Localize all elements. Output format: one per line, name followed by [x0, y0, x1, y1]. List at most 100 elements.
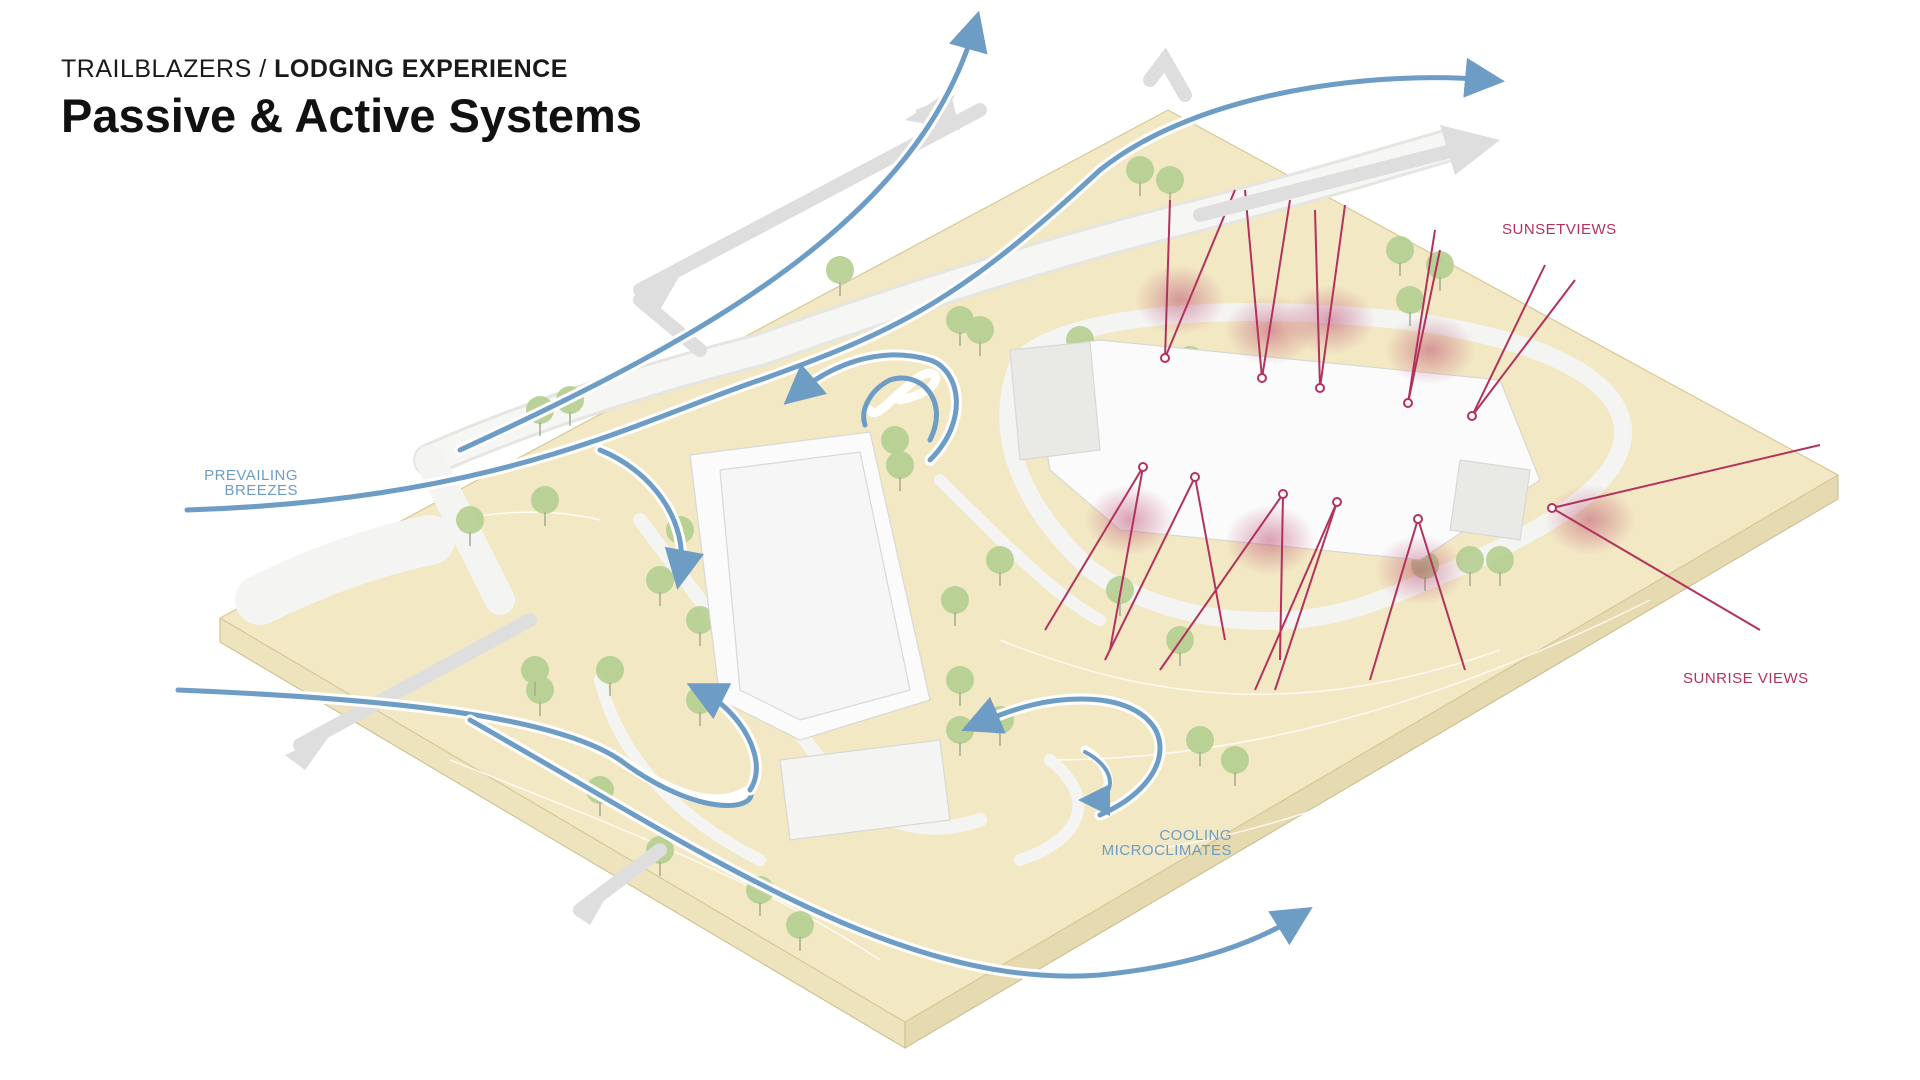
sunrise-view-glow	[1225, 505, 1315, 575]
solar-array-south	[1449, 459, 1531, 541]
solar-array-east	[1009, 341, 1101, 461]
cooling-microclimates-label: COOLING MICROCLIMATES	[1090, 828, 1232, 858]
breeze-flow-return	[686, 683, 759, 793]
view-cone-line	[1407, 249, 1441, 404]
tree	[1156, 166, 1184, 194]
view-point	[1257, 373, 1267, 383]
cooling-line1: COOLING	[1159, 827, 1232, 844]
view-lines	[1044, 189, 1821, 691]
wind-arrow	[293, 613, 537, 752]
view-cone-line	[1164, 189, 1236, 359]
view-cone-line	[1261, 199, 1291, 379]
view-cone-line	[1254, 501, 1338, 691]
view-cone-line	[1274, 501, 1338, 691]
view-cone-line	[1407, 229, 1436, 404]
view-cone-line	[1104, 476, 1196, 661]
view-cone-line	[1471, 264, 1546, 417]
view-cone-line	[1551, 444, 1821, 509]
tree	[456, 506, 484, 534]
sunset-view-glow	[1385, 315, 1475, 385]
lodge-roof-detail	[719, 451, 911, 721]
tree	[1186, 726, 1214, 754]
view-point	[1160, 353, 1170, 363]
view-cone-line	[1109, 466, 1144, 651]
wind-arrow	[1193, 143, 1462, 222]
contour-line	[1149, 559, 1761, 851]
wind-arrow	[633, 293, 707, 357]
view-cone-line	[1159, 493, 1284, 671]
breeze-flow-courtyard-loop	[783, 352, 959, 463]
view-cone-line	[1369, 518, 1419, 681]
prevailing-breezes-line2: BREEZES	[224, 482, 298, 499]
wind-arrowhead	[635, 275, 680, 310]
wind-arrowhead	[285, 735, 330, 770]
view-point	[1278, 489, 1288, 499]
cooling-line2: MICROCLIMATES	[1101, 842, 1232, 859]
contour-lines	[329, 511, 1761, 961]
contour-line	[1049, 599, 1651, 761]
breeze-flow-cooling-outer	[961, 696, 1163, 818]
plaza	[779, 739, 951, 841]
tree	[1486, 546, 1514, 574]
view-point	[1332, 497, 1342, 507]
wind-arrowhead	[1440, 125, 1500, 175]
tree	[946, 666, 974, 694]
walk-path	[1014, 754, 1085, 866]
view-cone-line	[1044, 466, 1144, 631]
tree	[966, 316, 994, 344]
wind-arrow	[1143, 47, 1192, 102]
tree	[886, 451, 914, 479]
breeze-flow-southeast	[467, 717, 1313, 979]
page-title: Passive & Active Systems	[61, 89, 642, 142]
sunrise-view-glow	[1545, 485, 1635, 555]
view-point	[1138, 462, 1148, 472]
prevailing-breezes-label: PREVAILING BREEZES	[180, 468, 298, 498]
kicker-separator: /	[251, 55, 275, 83]
view-cone-line	[1471, 279, 1576, 417]
view-cone-line	[1194, 476, 1226, 641]
sunrise-view-glow	[1375, 535, 1465, 605]
breeze-flow-into-courtyard	[597, 447, 705, 590]
view-point	[1413, 514, 1423, 524]
view-point	[1547, 503, 1557, 513]
view-cone-line	[1551, 507, 1761, 631]
tree	[596, 656, 624, 684]
tree	[1126, 156, 1154, 184]
view-point	[1315, 383, 1325, 393]
view-cone-line	[1417, 518, 1466, 671]
sunset-views-label: SUNSETVIEWS	[1502, 221, 1617, 238]
sunrise-view-glow	[1085, 485, 1175, 555]
tree	[531, 486, 559, 514]
wind-arrowhead	[575, 890, 610, 925]
breeze-flow-north	[184, 57, 1505, 513]
sunset-view-glow	[1135, 265, 1225, 335]
tree	[1386, 236, 1414, 264]
tree	[521, 656, 549, 684]
breeze-flow-cooling-inner	[1078, 750, 1112, 816]
view-cone-line	[1314, 209, 1321, 389]
tree	[941, 586, 969, 614]
tree	[1426, 251, 1454, 279]
breeze-flow-small-loop	[861, 375, 939, 443]
walk-path	[934, 474, 1106, 626]
view-cone-line	[1244, 189, 1263, 379]
parking-lot	[235, 515, 455, 625]
view-cone-line	[1164, 199, 1171, 359]
sunrise-views-label: SUNRISE VIEWS	[1683, 670, 1809, 687]
header: TRAILBLAZERS / LODGING EXPERIENCE Passiv…	[61, 52, 642, 144]
breeze-flow-up	[457, 10, 988, 453]
section-name: LODGING EXPERIENCE	[274, 55, 568, 83]
breeze-flow-south	[175, 687, 754, 808]
view-point	[1403, 398, 1413, 408]
tree	[1221, 746, 1249, 774]
view-point	[1190, 472, 1200, 482]
tree	[826, 256, 854, 284]
contour-line	[999, 639, 1501, 696]
project-name: TRAILBLAZERS	[61, 55, 252, 83]
view-points	[1138, 353, 1557, 524]
view-cone-line	[1319, 204, 1346, 389]
tree	[986, 546, 1014, 574]
tree	[946, 716, 974, 744]
tree	[881, 426, 909, 454]
